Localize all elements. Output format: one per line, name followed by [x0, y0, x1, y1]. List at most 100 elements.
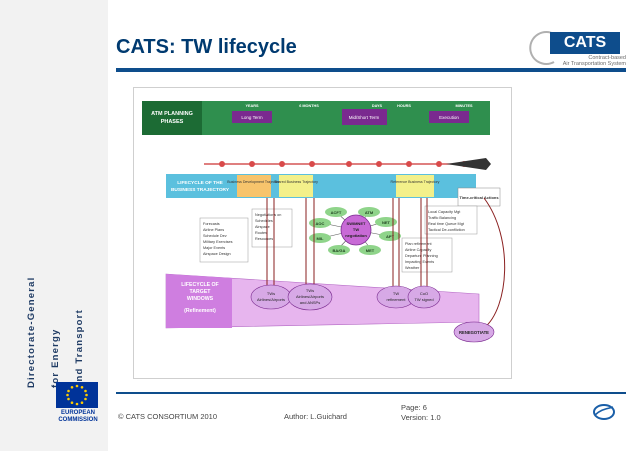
version-value: 1.0 — [430, 413, 441, 422]
right-bottom-title: Plan refinement — [405, 242, 433, 246]
time-critical-label: Time-critical Actions — [459, 195, 499, 200]
right-bottom-item: Weather — [405, 266, 420, 270]
timeline-6months: 6 MONTHS — [299, 104, 319, 108]
node-met: MET — [366, 248, 375, 253]
tw-title-2: TARGET — [190, 289, 212, 295]
node-apt: APT — [386, 234, 395, 239]
tw-title-1: LIFECYCLE OF — [181, 282, 218, 288]
left-list-item: Forecasts — [203, 222, 220, 226]
negotiations-item: Schedules — [255, 219, 273, 223]
right-bottom-item: Airline Capacity — [405, 248, 431, 252]
logo-arc-icon — [529, 31, 555, 65]
swimnet-center — [340, 214, 372, 246]
tw-node-4 — [407, 285, 441, 309]
right-bottom-item: Impacting Events — [405, 260, 434, 264]
tw-title-3: WINDOWS — [187, 296, 214, 302]
bt-box-shared — [279, 175, 313, 197]
network-nodes: ACFT ATM NET APT MET BA/GA MIL AOC — [309, 207, 401, 255]
sidebar-line-2: for Energy — [50, 328, 61, 388]
footer-author: Author: L.Guichard — [284, 412, 347, 421]
timeline-years: YEARS — [245, 104, 259, 108]
phase-execution-label: Execution — [439, 115, 459, 120]
atm-phases-title-1: ATM PLANNING — [151, 111, 193, 117]
logo-word: CATS — [550, 32, 620, 54]
target-windows-header — [166, 274, 232, 328]
node-mil: MIL — [317, 236, 324, 241]
timeline-hours: HOURS — [397, 104, 411, 108]
left-list-item: Major Events — [203, 246, 225, 250]
left-list-item: Airspace Design — [203, 252, 231, 256]
negotiations-list: Negotiations on Schedules Airspace Route… — [255, 213, 281, 241]
timeline-minutes: MINUTES — [455, 104, 473, 108]
aircraft-icon — [446, 158, 491, 170]
swimnet-center-text: SWIMNET TW negotiation — [345, 221, 367, 238]
tw-title-4: (Refinement) — [184, 308, 216, 314]
timeline-days: DAYS — [372, 104, 383, 108]
eurocontrol-logo-icon — [593, 404, 615, 420]
title-divider — [116, 68, 626, 72]
phase-long-term-label: Long Term — [241, 115, 262, 120]
negotiations-item: Routes — [255, 231, 267, 235]
bt-title-1: LIFECYCLE OF THE — [177, 180, 223, 186]
diagram-canvas: ATM PLANNING PHASES YEARS 6 MONTHS DAYS … — [142, 101, 506, 343]
node-acft: ACFT — [331, 210, 342, 215]
bt-title-2: BUSINESS TRAJECTORY — [171, 187, 230, 193]
atm-phases-title-2: PHASES — [161, 119, 184, 125]
right-top-list: Local Capacity Mgt Traffic Balancing Rea… — [428, 210, 465, 232]
right-top-item: Traffic Balancing — [428, 216, 456, 220]
connector-lines — [266, 197, 506, 329]
negotiations-title: Negotiations on — [255, 213, 281, 217]
eu-label-line-1: EUROPEAN — [60, 410, 95, 416]
tw-node-3-line-2: refinement — [387, 297, 407, 302]
page-label: Page: — [401, 403, 421, 412]
left-list-item: Military Exercises — [203, 240, 233, 244]
footer-divider — [116, 392, 626, 394]
time-critical-box — [457, 187, 501, 207]
logo-subtitle-line-2: Air Transportation System — [562, 61, 626, 67]
phase-mid-short-label: Mid/Short Term — [349, 115, 380, 120]
negotiations-box — [251, 208, 293, 248]
right-top-item: Local Capacity Mgt — [428, 210, 461, 214]
footer-copyright: © CATS CONSORTIUM 2010 — [118, 412, 218, 421]
node-atm: ATM — [365, 210, 374, 215]
tw-node-1-line-2: Airlines/Airports — [257, 297, 285, 302]
phase-long-term — [232, 111, 272, 123]
tw-node-1-line-1: TWs — [267, 291, 275, 296]
eu-flag-icon — [56, 382, 98, 408]
page-value: 6 — [422, 403, 427, 412]
right-top-item: Real time Queue Mgt — [428, 222, 465, 226]
node-net: NET — [382, 220, 391, 225]
sidebar-line-1: Directorate-General — [26, 276, 37, 388]
tw-node-2-line-1: TWs — [306, 288, 314, 293]
slide-title: CATS: TW lifecycle — [116, 36, 297, 58]
right-top-list-box — [424, 205, 478, 235]
target-windows-title: LIFECYCLE OF TARGET WINDOWS (Refinement) — [181, 282, 218, 314]
phase-mid-short — [342, 109, 387, 125]
left-list: Forecasts Airline Plans Schedule Dev Mil… — [203, 222, 233, 256]
cats-logo: CATS Contract-based Air Transportation S… — [520, 28, 626, 68]
tw-node-3-line-1: TW — [393, 291, 399, 296]
tw-node-2-line-2: Airlines/Airports — [296, 294, 324, 299]
bt-box-development — [237, 175, 271, 197]
swimnet-line-1: SWIMNET — [347, 221, 366, 226]
left-list-box — [199, 217, 249, 263]
tw-lifecycle-diagram: ATM PLANNING PHASES YEARS 6 MONTHS DAYS … — [133, 87, 512, 379]
negotiations-item: Airspace — [255, 225, 270, 229]
swimnet-line-3: negotiation — [345, 233, 367, 238]
swimnet-line-2: TW — [353, 227, 359, 232]
left-list-item: Airline Plans — [203, 228, 224, 232]
sidebar-line-3: and Transport — [74, 309, 85, 388]
eu-label-line-2: COMMISSION — [58, 417, 98, 423]
bt-box-shared-label: Shared Business Trajectory — [274, 180, 318, 184]
footer-page-info: Page: 6 Version: 1.0 — [401, 403, 441, 423]
left-list-item: Schedule Dev — [203, 234, 227, 238]
bt-box-development-label: Business Development Trajectory — [227, 180, 281, 184]
negotiations-item: Resources — [255, 237, 273, 241]
phase-execution — [429, 111, 469, 123]
tw-node-2 — [287, 283, 333, 311]
sidebar: Directorate-General for Energy and Trans… — [0, 0, 108, 451]
renegotiate-node — [453, 321, 495, 343]
bt-box-reference — [396, 175, 434, 197]
node-aoc: AOC — [316, 221, 325, 226]
version-label: Version: — [401, 413, 429, 422]
